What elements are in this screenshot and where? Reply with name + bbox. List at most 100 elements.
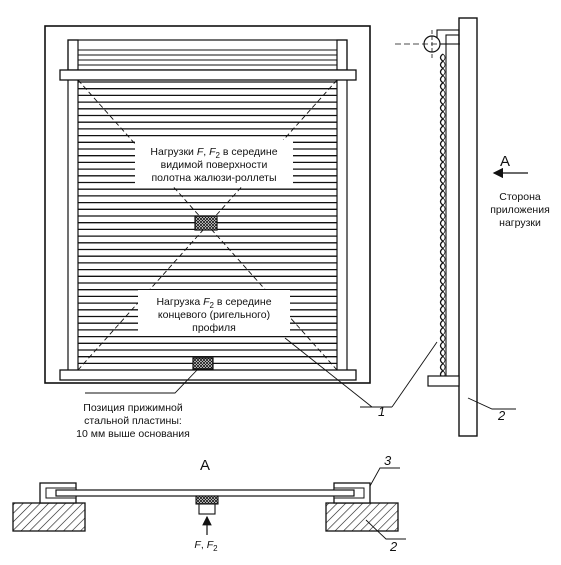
callout-3: 3 — [384, 453, 392, 468]
section-force-label: F, F2 — [194, 539, 218, 553]
curtain-link — [439, 255, 444, 264]
curtain-link — [439, 305, 444, 314]
curtain-link — [439, 334, 444, 343]
curtain-link — [439, 312, 444, 321]
curtain-link-back — [442, 168, 446, 177]
label-top-line3: полотна жалюзи-роллеты — [151, 172, 276, 184]
curtain-link — [439, 211, 444, 221]
left-guide-rail — [67, 39, 79, 374]
curtain-link-back — [442, 312, 446, 321]
bottom-end-profile — [59, 369, 357, 381]
load-side-line1: Сторона — [499, 191, 541, 203]
curtain-link — [439, 348, 444, 357]
curtain-link — [439, 240, 444, 249]
callout-1: 1 — [378, 404, 385, 419]
curtain-link — [439, 161, 444, 170]
section-slat — [55, 489, 355, 497]
curtain-link-back — [442, 161, 446, 170]
curtain-link-back — [442, 183, 446, 192]
curtain-link-back — [442, 320, 446, 328]
curtain-link-back — [442, 327, 446, 336]
center-load-pad — [194, 215, 218, 231]
label-bottom-line3: профиля — [192, 322, 236, 334]
plate-leader — [85, 368, 199, 394]
curtain-link — [439, 103, 444, 113]
curtain-link — [439, 204, 444, 213]
curtain-link-back — [442, 341, 446, 350]
curtain-link-back — [442, 212, 446, 220]
curtain-link-back — [442, 219, 446, 228]
curtain-link-back — [442, 291, 446, 300]
curtain-link — [439, 67, 444, 77]
curtain-link-back — [442, 96, 446, 105]
curtain-link — [439, 118, 444, 127]
curtain-link — [439, 276, 444, 285]
curtain-link-back — [442, 197, 446, 206]
side-wall — [458, 17, 478, 437]
curtain-link — [439, 147, 444, 156]
curtain-link-back — [442, 363, 446, 372]
curtain-link — [439, 355, 444, 365]
curtain-link — [439, 291, 444, 300]
curtain-link-back — [442, 248, 446, 256]
callout-3-leader — [369, 467, 400, 487]
curtain-link-back — [442, 89, 446, 98]
front-view: Нагрузки F, F2 в середине видимой поверх… — [44, 25, 438, 440]
side-view: A Сторона приложения нагрузки 2 — [395, 17, 550, 437]
curtain-link-back — [442, 269, 446, 278]
curtain-link-back — [442, 68, 446, 76]
curtain-link — [439, 125, 444, 134]
curtain-link — [439, 168, 444, 177]
bottom-load-pad — [192, 357, 214, 370]
curtain-link-back — [442, 125, 446, 134]
curtain-link-back — [442, 53, 446, 62]
callout-2-leader — [467, 397, 516, 410]
curtain-link — [439, 190, 444, 199]
section-a-view: A F, F2 3 2 — [12, 453, 406, 554]
curtain-link — [439, 154, 444, 163]
callout-1-leaders — [284, 337, 438, 408]
side-curtain — [439, 53, 446, 379]
section-load-pad — [195, 495, 219, 505]
side-top-bracket — [436, 29, 460, 45]
curtain-link-back — [442, 176, 446, 184]
curtain-link — [439, 269, 444, 278]
curtain-link — [439, 341, 444, 350]
curtain-link-back — [442, 190, 446, 199]
curtain-link — [439, 219, 444, 228]
curtain-link — [439, 132, 444, 141]
shutter-slats — [78, 49, 337, 365]
label-bottom-line2: концевого (ригельного) — [158, 309, 270, 321]
top-beam — [59, 69, 357, 81]
curtain-link-back — [442, 154, 446, 163]
section-marker-a: A — [500, 153, 510, 170]
curtain-link — [439, 197, 444, 206]
curtain-link-back — [442, 240, 446, 249]
curtain-link-back — [442, 226, 446, 235]
curtain-link-back — [442, 348, 446, 357]
curtain-link-back — [442, 284, 446, 292]
label-top-line2: видимой поверхности — [161, 159, 268, 171]
curtain-link — [439, 233, 444, 242]
left-base-block — [12, 502, 86, 532]
curtain-link — [439, 96, 444, 105]
curtain-link — [439, 183, 444, 192]
load-side-line3: нагрузки — [499, 217, 541, 229]
curtain-link-back — [442, 233, 446, 242]
curtain-link-back — [442, 298, 446, 307]
callout-2-section: 2 — [389, 539, 398, 554]
curtain-link — [439, 75, 444, 84]
curtain-link-back — [442, 255, 446, 264]
curtain-link — [439, 247, 444, 257]
curtain-link — [439, 226, 444, 235]
curtain-link — [439, 89, 444, 98]
curtain-link-back — [442, 356, 446, 364]
curtain-link — [439, 60, 444, 69]
curtain-link-back — [442, 204, 446, 213]
label-top-line1: Нагрузки F, F2 в середине — [150, 146, 277, 160]
curtain-link — [439, 262, 444, 271]
outer-frame — [44, 25, 371, 384]
curtain-link — [439, 53, 444, 62]
curtain-link-back — [442, 140, 446, 148]
